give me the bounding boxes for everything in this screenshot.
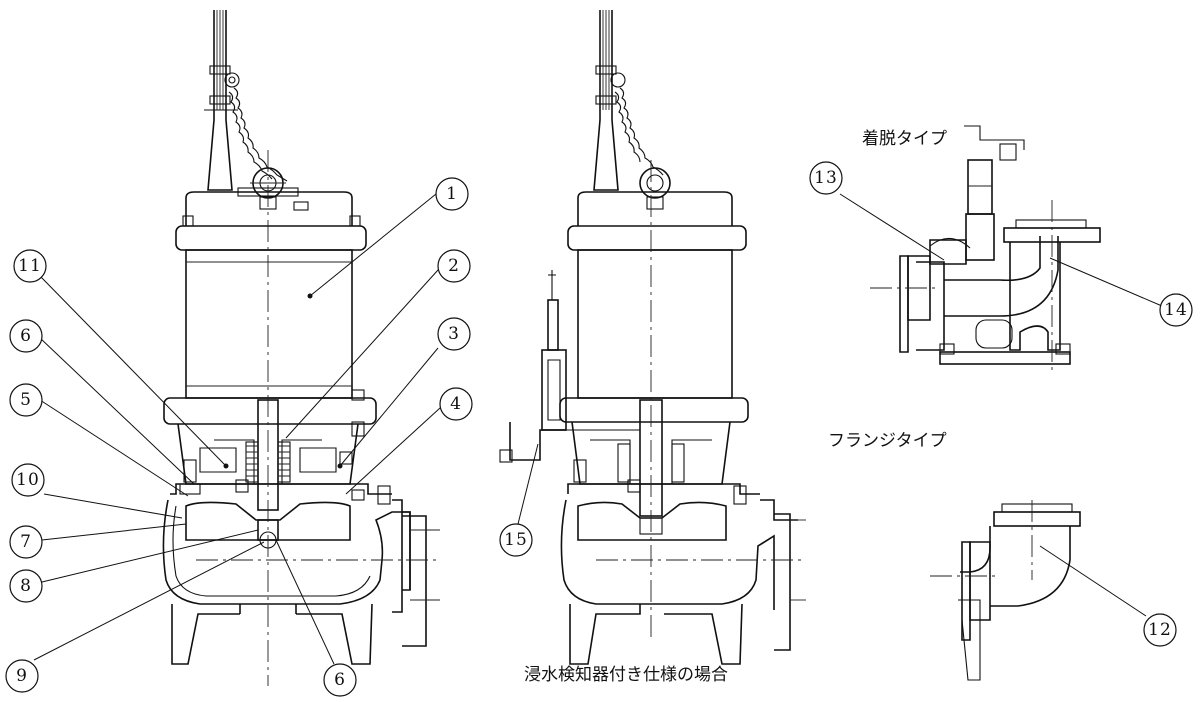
svg-text:6: 6	[334, 670, 346, 690]
svg-text:14: 14	[1164, 300, 1188, 320]
svg-text:4: 4	[450, 394, 462, 414]
water-detector	[499, 270, 640, 463]
pump-middle	[499, 10, 806, 665]
callout-4: 4	[439, 387, 473, 421]
pump-casing	[162, 499, 440, 665]
svg-text:10: 10	[16, 470, 40, 490]
callout-1: 1	[435, 177, 469, 211]
power-cable	[204, 10, 288, 191]
caption-detachable-type: 着脱タイプ	[862, 129, 947, 149]
callout-5: 5	[9, 383, 43, 417]
svg-text:6: 6	[20, 326, 32, 346]
caption-flange-type: フランジタイプ	[828, 431, 947, 451]
flange-type-fitting	[930, 500, 1081, 681]
svg-text:8: 8	[20, 576, 32, 596]
callout-11: 11	[13, 249, 47, 283]
callout-3: 3	[437, 317, 471, 351]
callout-10: 10	[11, 463, 45, 497]
svg-text:13: 13	[814, 168, 838, 188]
callout-6-bottom: 6	[323, 663, 357, 697]
leader-lines	[33, 193, 1163, 665]
svg-text:2: 2	[448, 256, 460, 276]
svg-text:5: 5	[20, 390, 32, 410]
svg-text:1: 1	[446, 184, 458, 204]
callout-7: 7	[9, 525, 43, 559]
callout-9: 9	[5, 659, 39, 693]
svg-text:11: 11	[18, 256, 42, 276]
svg-text:12: 12	[1148, 620, 1172, 640]
pump-left	[162, 10, 440, 686]
detachable-type-fitting	[870, 125, 1101, 370]
callout-14: 14	[1159, 293, 1193, 327]
callout-15: 15	[499, 523, 533, 557]
svg-text:9: 9	[16, 666, 28, 686]
callout-8: 8	[9, 569, 43, 603]
caption-water-detector-spec: 浸水検知器付き仕様の場合	[524, 665, 728, 685]
svg-text:3: 3	[448, 324, 460, 344]
callout-2: 2	[437, 249, 471, 283]
svg-text:7: 7	[20, 532, 32, 552]
callout-13: 13	[809, 161, 843, 195]
mechanical-seal	[245, 441, 291, 483]
svg-text:15: 15	[504, 530, 528, 550]
callout-12: 12	[1143, 613, 1177, 647]
callout-6-top: 6	[9, 319, 43, 353]
